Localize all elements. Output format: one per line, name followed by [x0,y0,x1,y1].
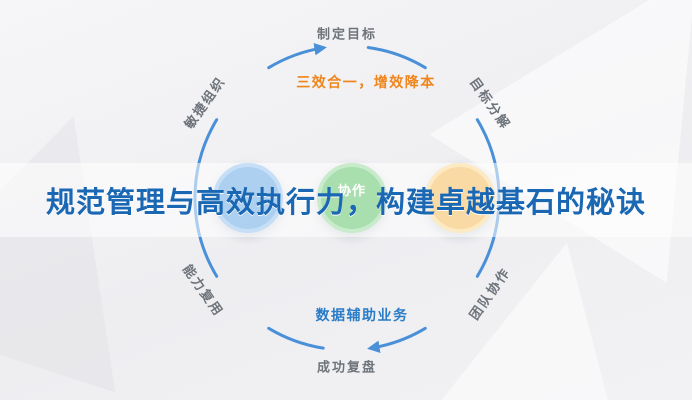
arc-bottom-to-bottomleft [267,326,325,350]
arc-to-top-with-arrow [267,42,327,70]
cycle-label-success-review: 成功复盘 [316,359,378,375]
arc-top-to-topright [366,46,427,70]
inner-slogan-top: 三效合一，增效降本 [296,74,436,90]
cycle-label-set-goals: 制定目标 [316,26,378,42]
page-title: 规范管理与高效执行力，构建卓越基石的秘诀 [45,187,646,219]
inner-slogan-bottom: 数据辅助业务 [315,307,409,323]
headline-banner: 规范管理与高效执行力，构建卓越基石的秘诀 [0,163,692,237]
arc-to-bottom-with-arrow [367,326,427,353]
